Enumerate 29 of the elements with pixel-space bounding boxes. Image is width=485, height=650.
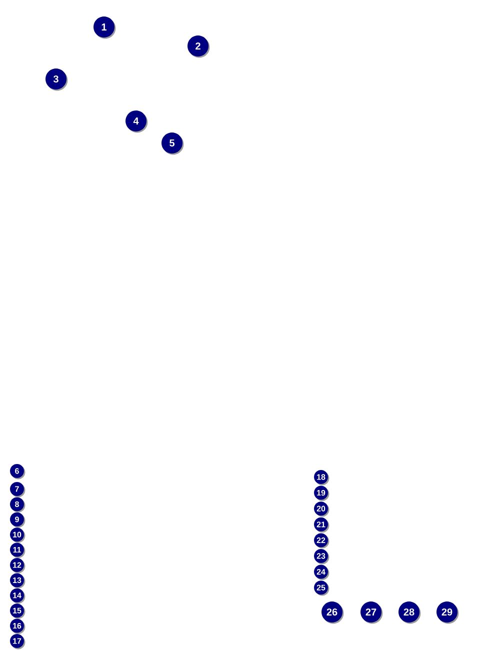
callout-number: 25 bbox=[314, 580, 330, 596]
callout-number: 8 bbox=[10, 497, 26, 512]
callout-number: 21 bbox=[314, 517, 330, 533]
callout-number: 5 bbox=[162, 132, 184, 155]
callout-number: 27 bbox=[360, 602, 383, 624]
callout-number: 28 bbox=[398, 602, 421, 624]
callout-number: 2 bbox=[188, 36, 210, 58]
callout-number: 18 bbox=[314, 470, 330, 486]
callout-number: 9 bbox=[10, 512, 26, 528]
callout-number: 15 bbox=[10, 604, 26, 619]
callout-number: 23 bbox=[314, 549, 330, 564]
callout-number: 3 bbox=[46, 68, 68, 91]
callout-number: 12 bbox=[10, 558, 26, 574]
callout-number: 22 bbox=[314, 533, 330, 548]
callout-number: 29 bbox=[436, 602, 459, 624]
callout-number: 11 bbox=[10, 542, 26, 558]
callout-number: 16 bbox=[10, 618, 26, 634]
callout-number: 4 bbox=[126, 110, 148, 133]
callout-number: 13 bbox=[10, 573, 26, 588]
callout-number: 17 bbox=[10, 634, 26, 650]
callout-number: 14 bbox=[10, 588, 26, 604]
callout-number: 26 bbox=[322, 602, 344, 624]
callout-number: 24 bbox=[314, 564, 330, 580]
callout-number: 20 bbox=[314, 502, 330, 517]
callout-number: 19 bbox=[314, 486, 330, 501]
callout-number: 1 bbox=[94, 16, 116, 39]
callout-number: 7 bbox=[10, 482, 26, 498]
callout-number: 6 bbox=[10, 464, 26, 480]
callout-number: 10 bbox=[10, 528, 26, 543]
